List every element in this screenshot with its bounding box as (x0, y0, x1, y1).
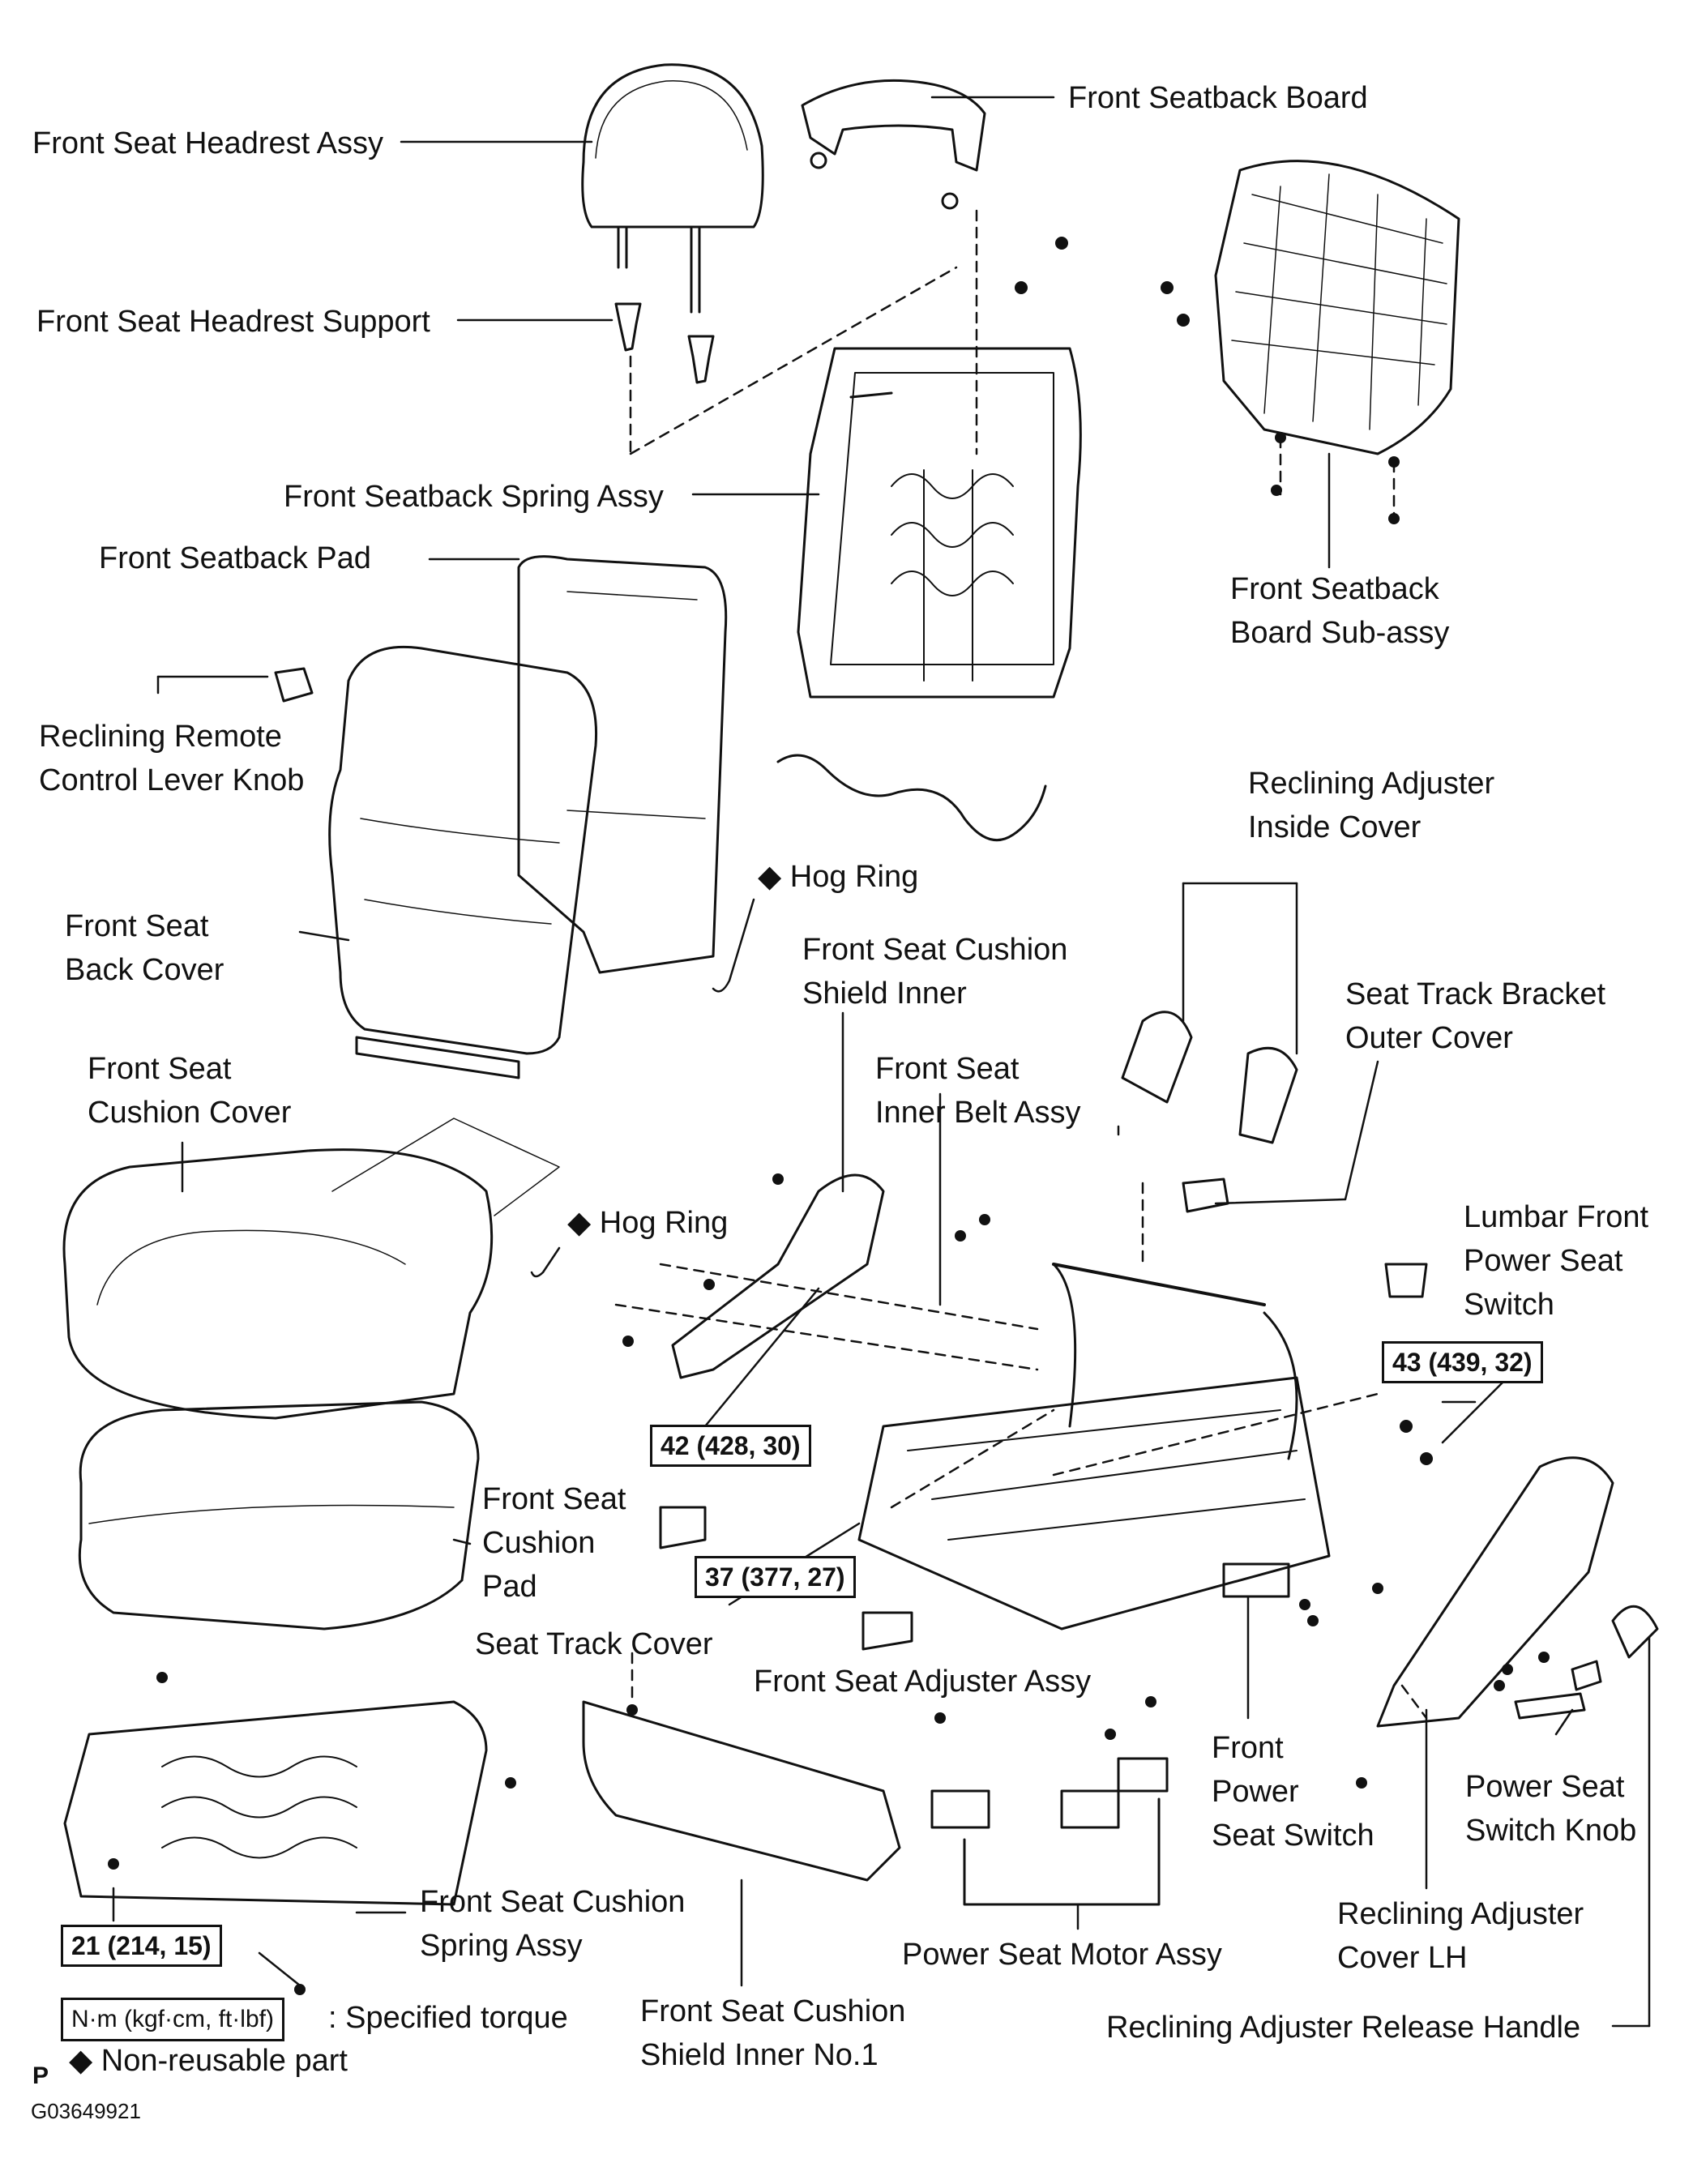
diamond-icon: ◆ (567, 1206, 592, 1240)
seatback-board-sub-part (1214, 160, 1460, 455)
seatback-pad-part (517, 555, 728, 974)
cushion-pad-part (78, 1400, 480, 1631)
label-headrest-assy: Front Seat Headrest Assy (32, 126, 383, 160)
label-reclining-release-handle: Reclining Adjuster Release Handle (1106, 2011, 1581, 2045)
diamond-icon: ◆ (758, 860, 782, 894)
label-adjuster-assy: Front Seat Adjuster Assy (754, 1665, 1092, 1699)
figure-code: G03649921 (31, 2099, 141, 2123)
label-hog-ring-1: ◆ Hog Ring (758, 860, 919, 894)
label-seat-track-cover: Seat Track Cover (475, 1627, 713, 1661)
torque-value-37: 37 (377, 27) (695, 1556, 856, 1598)
seatback-board-part (801, 79, 986, 210)
label-hog-ring-2: ◆ Hog Ring (567, 1206, 729, 1240)
legend-torque-unit: N·m (kgf·cm, ft·lbf) (61, 1998, 284, 2041)
footer-p: P (32, 2062, 49, 2089)
torque-value-42: 42 (428, 30) (650, 1425, 811, 1467)
power-switch-part (1222, 1562, 1290, 1598)
label-power-motor-assy: Power Seat Motor Assy (902, 1938, 1222, 1972)
headrest-support-part (614, 302, 715, 384)
legend-specified-torque: : Specified torque (328, 2001, 568, 2035)
label-seatback-spring-assy: Front Seatback Spring Assy (284, 480, 664, 514)
release-handle-part (1514, 1605, 1659, 1720)
shield-inner-part (671, 1173, 885, 1379)
power-motor-part (930, 1757, 1169, 1906)
reclining-cover-lh-part (1376, 1456, 1614, 1728)
cushion-spring-part (63, 1700, 488, 1906)
torque-value-43: 43 (439, 32) (1382, 1341, 1543, 1383)
headrest-part (581, 63, 764, 314)
label-seatback-board: Front Seatback Board (1068, 81, 1368, 115)
torque-value-21: 21 (214, 15) (61, 1925, 222, 1967)
cushion-cover-part (62, 1118, 560, 1420)
label-headrest-support: Front Seat Headrest Support (36, 305, 430, 339)
legend-nonreusable: ◆ Non-reusable part (69, 2044, 348, 2078)
seat-track-cover-part (659, 1506, 913, 1651)
shield-no1-part (582, 1700, 901, 1882)
seat-adjuster-part (857, 1263, 1331, 1631)
diamond-icon: ◆ (69, 2044, 93, 2078)
seatback-frame-part (776, 347, 1082, 842)
label-seatback-pad: Front Seatback Pad (99, 541, 371, 575)
back-cover-part (274, 645, 598, 1079)
